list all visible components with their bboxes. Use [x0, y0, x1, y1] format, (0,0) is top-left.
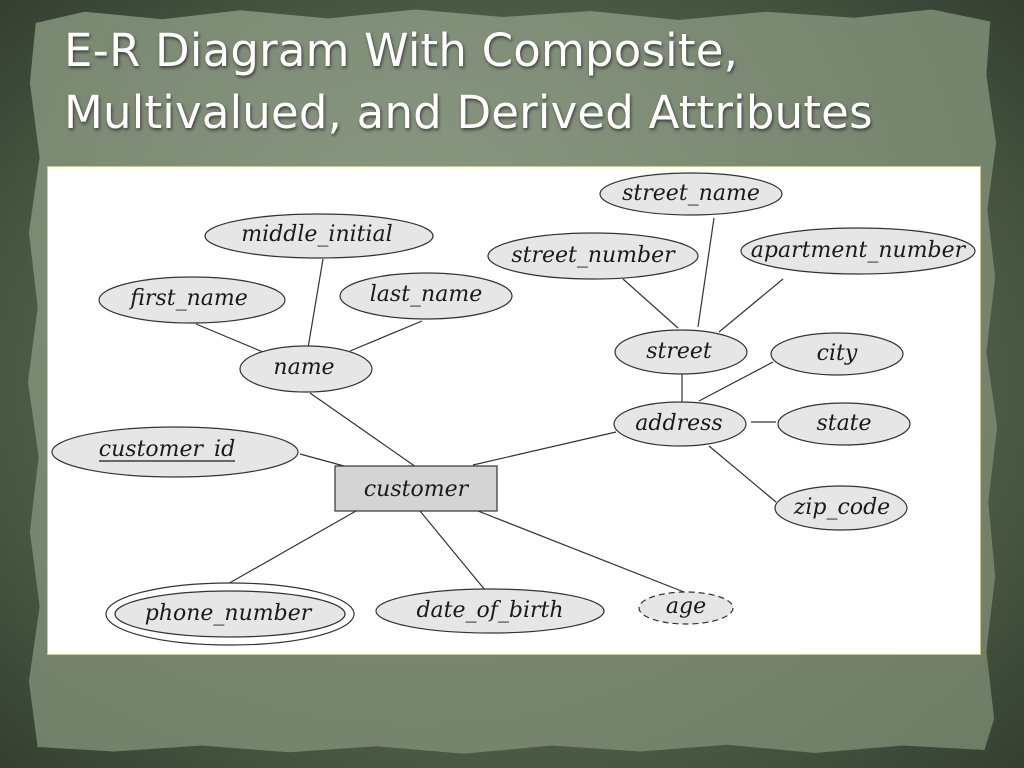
- er-diagram: customer customer_id name: [51, 172, 976, 646]
- attr-first_name-ellipse: [98, 276, 286, 324]
- entity-label: customer: [364, 477, 470, 502]
- attr-address-ellipse: [613, 401, 747, 447]
- attr-age-label: age: [666, 594, 706, 619]
- attr-street_number-ellipse: [487, 232, 699, 280]
- line-age: [477, 510, 685, 593]
- attr-customer_id-ellipse: [51, 426, 299, 478]
- line-street_name: [697, 217, 715, 328]
- line-middle_initial: [307, 258, 324, 349]
- attr-date_of_birth-label: date_of_birth: [416, 598, 563, 623]
- line-first_name: [195, 323, 264, 353]
- attr-street_number-label: street_number: [511, 243, 676, 268]
- attribute-ellipses: [51, 172, 976, 646]
- attr-city-ellipse: [770, 332, 904, 376]
- line-street_number: [622, 278, 679, 329]
- attr-apartment_number-ellipse: [740, 227, 976, 275]
- attr-street_name-ellipse: [599, 172, 783, 216]
- attr-date_of_birth-ellipse: [375, 588, 605, 634]
- line-name: [309, 392, 417, 468]
- attr-first_name-label: first_name: [128, 286, 248, 311]
- attr-apartment_number-label: apartment_number: [751, 238, 967, 263]
- attr-street_name-label: street_name: [622, 181, 760, 206]
- attr-name-label: name: [273, 355, 334, 380]
- title-line-2: Multivalued, and Derived Attributes: [64, 86, 873, 139]
- entity-customer: customer: [334, 465, 498, 512]
- er-diagram-panel: customer customer_id name: [48, 167, 980, 654]
- line-phone_number: [225, 510, 357, 586]
- connector-lines: [195, 217, 784, 593]
- attr-zip_code-ellipse: [774, 485, 908, 531]
- attr-city-label: city: [817, 341, 858, 366]
- attr-phone_number-label: phone_number: [145, 601, 313, 626]
- entity-box: [334, 465, 498, 512]
- attr-zip_code-label: zip_code: [793, 495, 890, 520]
- line-last_name: [349, 320, 423, 352]
- attr-phone_number-inner-ellipse: [114, 590, 346, 638]
- line-customer_id: [299, 453, 345, 467]
- attr-street-ellipse: [614, 329, 748, 375]
- attr-middle_initial-ellipse: [204, 213, 434, 259]
- line-address: [472, 431, 617, 466]
- attr-address-label: address: [635, 411, 722, 436]
- attr-last_name-label: last_name: [370, 282, 482, 307]
- attr-name-ellipse: [239, 345, 373, 393]
- line-city: [698, 361, 774, 402]
- attr-state-label: state: [816, 411, 871, 436]
- line-zip_code: [708, 445, 777, 503]
- attr-last_name-ellipse: [339, 272, 513, 320]
- slide-title: E-R Diagram With Composite, Multivalued,…: [64, 20, 964, 144]
- attr-state-ellipse: [777, 402, 911, 446]
- attribute-labels: customer_id name first_name middle_initi…: [99, 181, 967, 626]
- title-line-1: E-R Diagram With Composite,: [64, 24, 739, 77]
- attr-middle_initial-label: middle_initial: [241, 222, 392, 247]
- line-apartment_number: [718, 278, 784, 333]
- line-date_of_birth: [419, 510, 486, 591]
- attr-street-label: street: [646, 339, 712, 364]
- attr-age-ellipse: [638, 591, 734, 625]
- attr-customer_id-label: customer_id: [99, 437, 235, 462]
